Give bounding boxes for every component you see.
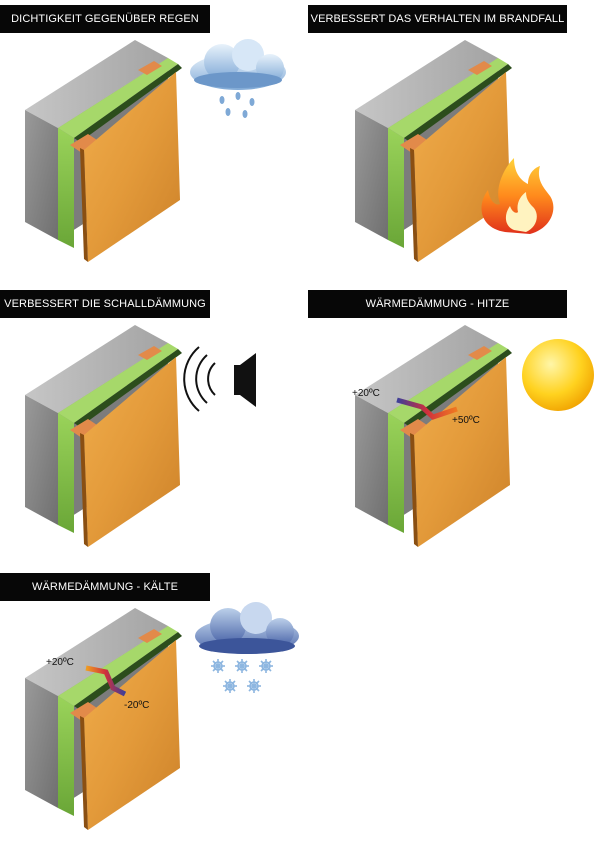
panel-rain: DICHTIGKEIT GEGENÜBER REGEN [0,0,300,280]
outside-temperature: -20ºC [124,700,150,711]
wall-diagram [355,40,554,262]
wall-diagram [355,325,594,547]
panel-title: WÄRMEDÄMMUNG - HITZE [308,290,567,318]
wall-diagram [25,325,256,547]
panel-sound: VERBESSERT DIE SCHALLDÄMMUNG [0,285,300,565]
wall-diagram [25,39,286,262]
panel-title: VERBESSERT DIE SCHALLDÄMMUNG [0,290,210,318]
outside-temperature: +50ºC [452,415,480,426]
panel-title: VERBESSERT DAS VERHALTEN IM BRANDFALL [308,5,567,33]
rain-cloud-icon [190,39,286,118]
panel-title: DICHTIGKEIT GEGENÜBER REGEN [0,5,210,33]
wall-diagram [25,602,299,830]
panel-cold: WÄRMEDÄMMUNG - KÄLTE +20ºC -20ºC [0,568,300,848]
panel-fire: VERBESSERT DAS VERHALTEN IM BRANDFALL [300,0,600,280]
panel-title: WÄRMEDÄMMUNG - KÄLTE [0,573,210,601]
panel-heat: WÄRMEDÄMMUNG - HITZE +20ºC +50ºC [300,285,600,565]
inside-temperature: +20ºC [46,657,74,668]
temperature-gradient-line [396,397,458,420]
fire-icon [481,158,554,234]
speaker-icon [183,346,256,412]
sun-icon [522,339,594,411]
temperature-gradient-line [85,665,127,697]
inside-temperature: +20ºC [352,388,380,399]
snow-cloud-icon [195,602,299,693]
